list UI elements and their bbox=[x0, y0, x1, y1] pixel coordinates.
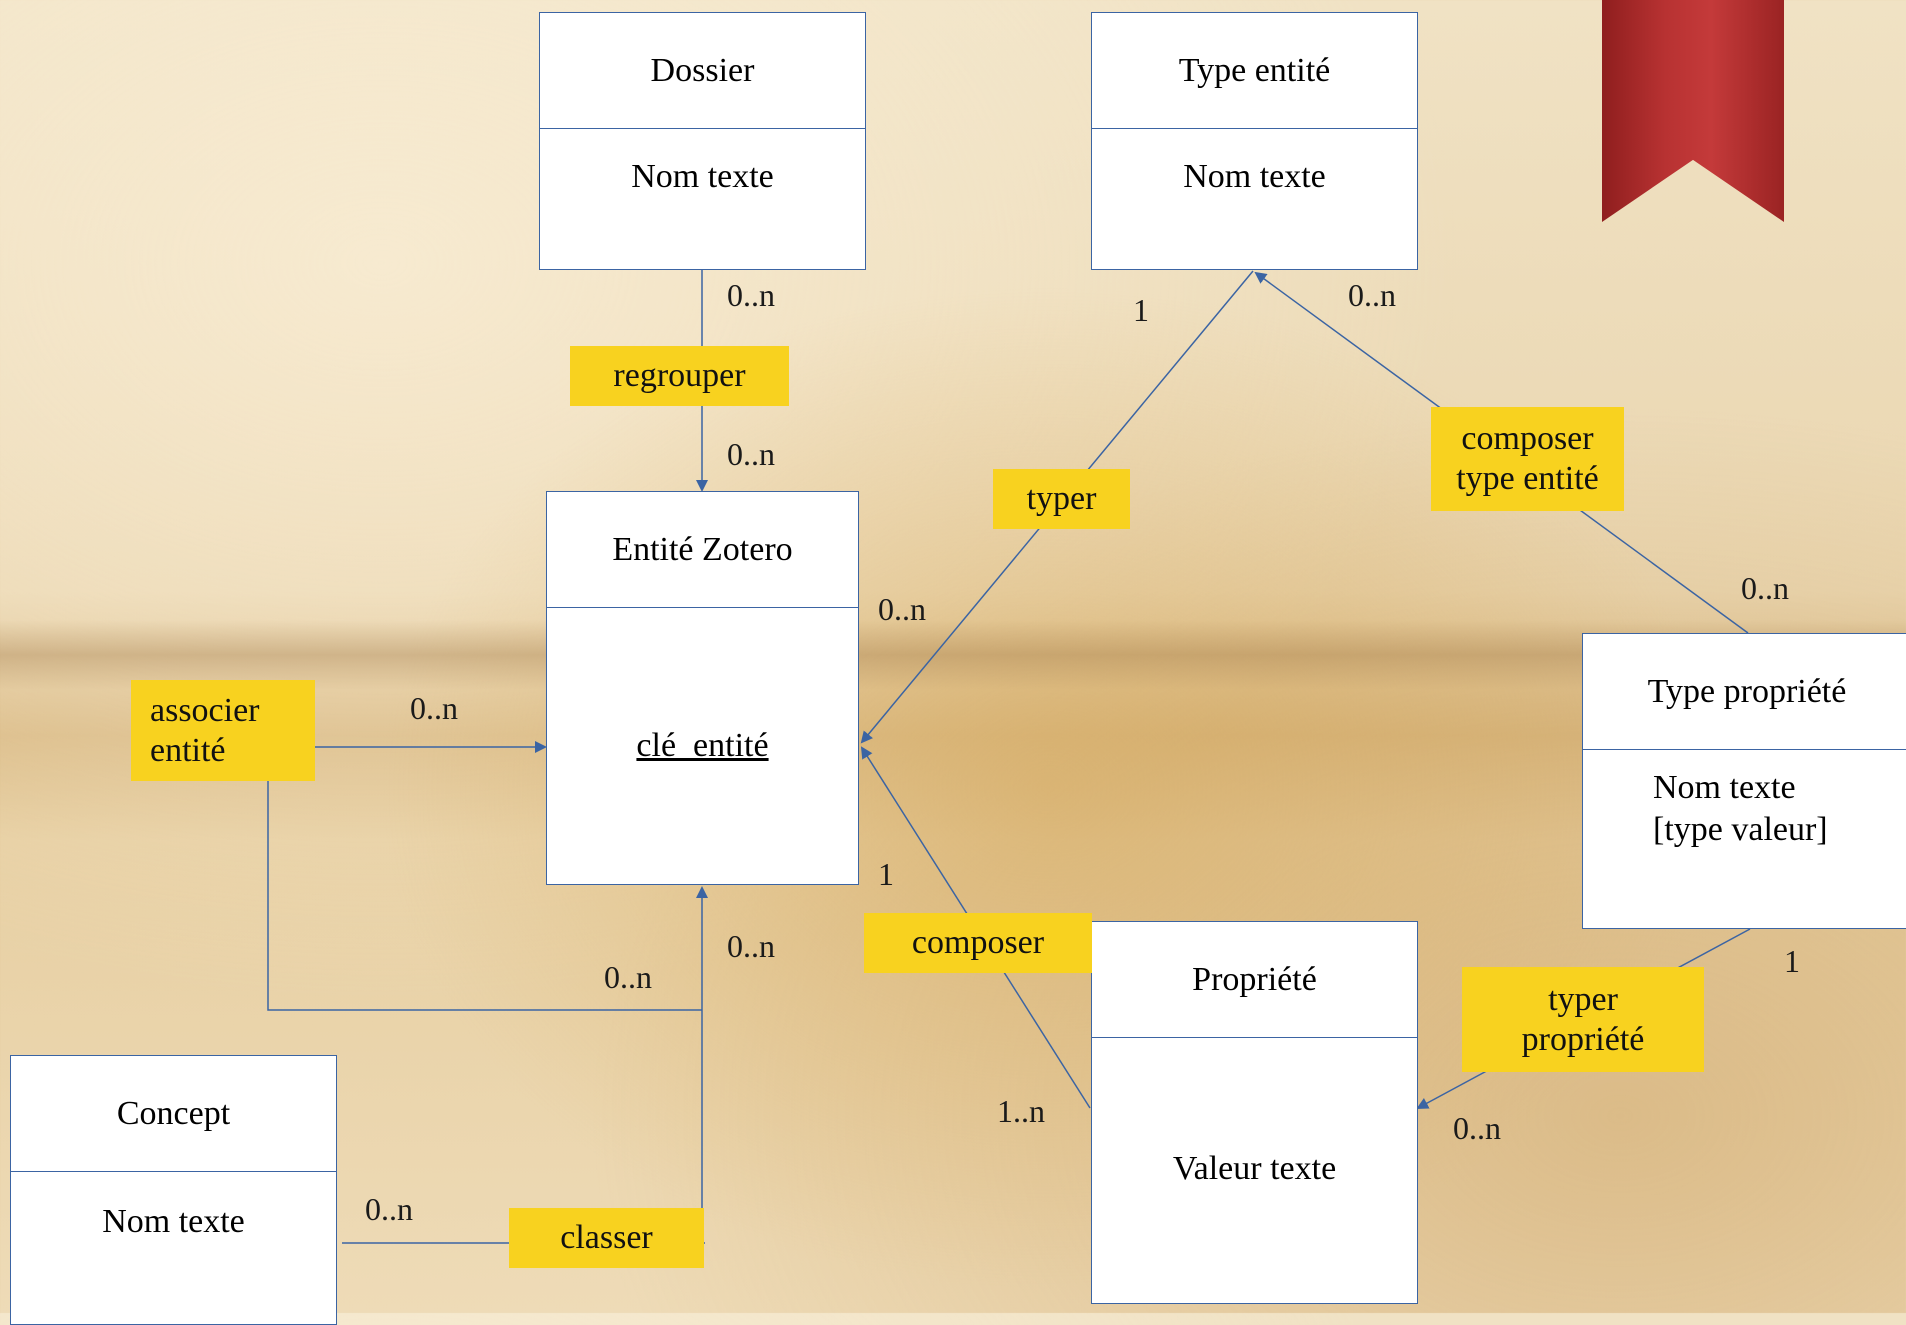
entity-propriete: Propriété Valeur texte bbox=[1091, 921, 1418, 1304]
entity-attribute: Nom texte bbox=[631, 158, 774, 195]
cardinality: 0..n bbox=[1348, 277, 1396, 313]
entity-title: Entité Zotero bbox=[547, 492, 858, 608]
cardinality: 1..n bbox=[997, 1093, 1045, 1129]
cardinality: 0..n bbox=[365, 1191, 413, 1227]
entity-concept: Concept Nom texte bbox=[10, 1055, 337, 1325]
entity-title: Dossier bbox=[540, 13, 865, 129]
cardinality: 1 bbox=[1784, 943, 1800, 979]
relation-label: associer bbox=[150, 691, 260, 729]
relation-label: type entité bbox=[1456, 460, 1599, 497]
relation-associer-entite: associer entité bbox=[131, 680, 315, 781]
relation-composer-type-entite: composer type entité bbox=[1431, 407, 1624, 511]
entity-attribute: [type valeur] bbox=[1653, 811, 1828, 848]
link-associer-loop bbox=[267, 747, 702, 1011]
entity-attributes: Nom texte [type valeur] bbox=[1583, 767, 1906, 851]
entity-attribute: Valeur texte bbox=[1172, 1150, 1337, 1187]
entity-title: Concept bbox=[11, 1056, 336, 1172]
cardinality: 1 bbox=[1133, 292, 1149, 328]
entity-title: Type propriété bbox=[1583, 634, 1906, 750]
cardinality: 0..n bbox=[727, 928, 775, 964]
entity-type-entite: Type entité Nom texte bbox=[1091, 12, 1418, 270]
entity-type-propriete: Type propriété Nom texte [type valeur] bbox=[1582, 633, 1906, 929]
cardinality: 0..n bbox=[1741, 570, 1789, 606]
relation-label: classer bbox=[560, 1219, 653, 1256]
entity-attribute: Nom texte bbox=[102, 1203, 245, 1240]
entity-attribute: Nom texte bbox=[1653, 769, 1796, 806]
relation-label: typer bbox=[1026, 480, 1097, 517]
cardinality: 1 bbox=[878, 856, 894, 892]
relation-classer: classer bbox=[509, 1208, 704, 1268]
entity-dossier: Dossier Nom texte bbox=[539, 12, 866, 270]
relation-regrouper: regrouper bbox=[570, 346, 789, 406]
relation-label: composer bbox=[911, 924, 1045, 961]
relation-typer-propriete: typer propriété bbox=[1462, 967, 1704, 1072]
relation-label: composer bbox=[1461, 420, 1594, 457]
relation-label: propriété bbox=[1521, 1020, 1645, 1058]
entity-title: Propriété bbox=[1092, 922, 1417, 1038]
relation-label: entité bbox=[150, 731, 226, 769]
relation-label: typer bbox=[1548, 980, 1618, 1018]
cardinality: 0..n bbox=[1453, 1110, 1501, 1146]
cardinality: 0..n bbox=[604, 959, 652, 995]
cardinality: 0..n bbox=[878, 591, 926, 627]
relation-composer: composer bbox=[864, 913, 1092, 973]
relation-label: regrouper bbox=[613, 357, 746, 394]
cardinality: 0..n bbox=[410, 690, 458, 726]
relation-typer: typer bbox=[993, 469, 1130, 529]
cardinality: 0..n bbox=[727, 277, 775, 313]
entity-entite-zotero: Entité Zotero clé_entité bbox=[546, 491, 859, 885]
entity-key-attribute: clé_entité bbox=[636, 727, 769, 764]
entity-title: Type entité bbox=[1092, 13, 1417, 129]
cardinality: 0..n bbox=[727, 436, 775, 472]
entity-attribute: Nom texte bbox=[1183, 158, 1326, 195]
